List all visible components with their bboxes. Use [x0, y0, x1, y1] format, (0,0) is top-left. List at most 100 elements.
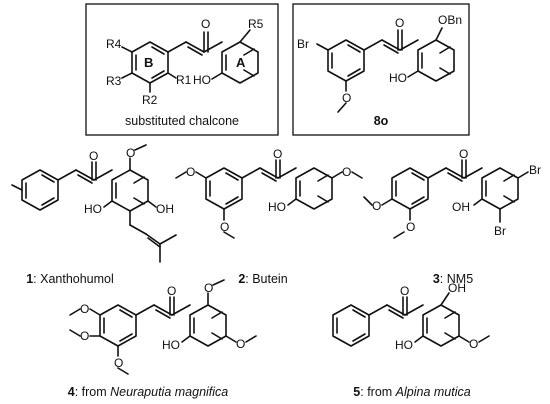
- linker-double: [187, 46, 203, 56]
- 8o-oh: HO: [389, 71, 407, 85]
- c5-linker-3: [404, 304, 424, 316]
- c5-oh-bottom: HO: [395, 338, 413, 352]
- c2-right-ring: [295, 167, 333, 210]
- 8o-methyl-bond: [337, 102, 347, 113]
- substituted-chalcone-panel: O R5 R4 R3 R2 R1 B A HO substituted chal…: [85, 3, 279, 136]
- c2-left-double-1: [225, 172, 239, 181]
- c5-oh-bottom-bond: [414, 335, 424, 343]
- 8o-br: Br: [297, 37, 309, 51]
- 8o-right-ring: [417, 39, 455, 82]
- c1-right-double-1: [133, 176, 145, 184]
- c2-carbonyl-o: O: [273, 147, 282, 161]
- c5-methoxy-methyl: [478, 335, 490, 343]
- c3-methoxy-2-o: O: [406, 220, 415, 234]
- compound-4-structure: O O O O O O HO: [69, 279, 257, 375]
- 8o-right-ring-double-2: [439, 67, 451, 75]
- c2-linker-double: [261, 172, 277, 182]
- c5-linker-2: [386, 304, 406, 316]
- 8o-obn-bond: [435, 27, 443, 41]
- label-r1: R1: [176, 73, 192, 87]
- c3-methoxy-1-o: O: [372, 199, 381, 213]
- ring-b-double-1: [151, 46, 165, 55]
- 8o-left-ring-double-1: [347, 44, 361, 53]
- substituted-chalcone-caption: substituted chalcone: [125, 114, 239, 128]
- label-ring-a: A: [236, 55, 246, 70]
- linker-2: [185, 41, 205, 53]
- c3-oh-bond: [473, 198, 483, 206]
- c1-oh-right-bond: [147, 200, 157, 208]
- 8o-br-bond: [316, 43, 329, 51]
- c2-right-double-2: [317, 195, 329, 203]
- ring-a-double-2: [243, 69, 255, 77]
- compound-4-caption: 4: from Neuraputia magnifica: [68, 385, 229, 399]
- 8o-linker-double: [383, 44, 399, 54]
- c1-prenyl-2: [129, 224, 147, 235]
- c5-left-ring: [332, 304, 370, 347]
- c3-br-top-bond: [517, 171, 529, 179]
- compound-5-structure: O OH HO O: [332, 281, 490, 352]
- c2-methoxy-2-o: O: [220, 220, 229, 234]
- c5-oh-top: OH: [448, 281, 466, 295]
- c3-right-double-2: [503, 195, 515, 203]
- c2-methoxy-3-methyl: [351, 171, 363, 179]
- compound-1-caption: 1: Xanthohumol: [26, 272, 114, 286]
- r3-bond: [121, 72, 133, 79]
- c1-oh-left: HO: [84, 202, 102, 216]
- ring-a: [221, 41, 259, 84]
- c2-methoxy-1-o: O: [186, 165, 195, 179]
- c3-oh: OH: [452, 200, 470, 214]
- compound-2-caption: 2: Butein: [238, 272, 287, 286]
- c4-methoxy-3-methyl: [117, 367, 129, 375]
- c4-methoxy-3-o: O: [114, 356, 123, 370]
- compound-8o-panel: O Br OBn HO O 8o: [292, 3, 470, 136]
- c4-methoxy-2-methyl: [69, 329, 81, 337]
- c4-methoxy-5-o: O: [236, 337, 245, 351]
- c4-methoxy-4-methyl: [212, 279, 225, 286]
- c3-linker-double: [447, 172, 463, 182]
- c4-linker-1: [135, 304, 155, 316]
- 8o-linker-1: [363, 39, 383, 51]
- c1-left-ring: [21, 169, 59, 211]
- c5-methoxy-bond: [458, 335, 470, 343]
- c2-left-double-3: [225, 196, 239, 205]
- chalcone-oh: HO: [193, 73, 211, 87]
- compound-3-caption: 3: NM5: [433, 272, 473, 286]
- c5-linker-1: [368, 304, 388, 316]
- c3-right-double-1: [503, 174, 515, 182]
- c1-oh-right: OH: [156, 202, 174, 216]
- r5-bond: [239, 29, 251, 43]
- c1-oh-left-bond: [103, 200, 113, 208]
- 8o-linker-3: [399, 39, 419, 51]
- 8o-linker-2: [381, 39, 401, 51]
- compound-2-structure: O O O O HO: [175, 147, 363, 239]
- label-r5: R5: [248, 17, 264, 31]
- c1-methoxy-methyl: [134, 144, 147, 151]
- c1-carbonyl-o: O: [89, 149, 98, 163]
- 8o-right-ring-double-1: [439, 46, 451, 54]
- c5-oh-top-bond: [440, 292, 450, 306]
- c5-right-ring: [422, 304, 460, 347]
- c5-left-double-1: [352, 309, 366, 318]
- 8o-obn: OBn: [438, 13, 462, 27]
- c1-prenyl-methyl-1: [159, 234, 177, 245]
- ring-a-double-1: [243, 48, 255, 56]
- c4-methoxy-5-methyl: [245, 335, 257, 343]
- r1-bond: [167, 72, 177, 79]
- ring-b-double-3: [151, 70, 165, 79]
- c3-left-double-3: [411, 196, 425, 205]
- c3-right-ring: [481, 167, 519, 210]
- c4-linker-2: [153, 304, 173, 316]
- 8o-caption: 8o: [374, 114, 389, 128]
- c5-left-double-3: [352, 333, 366, 342]
- c1-methoxy-o: O: [126, 146, 135, 160]
- c4-linker-3: [171, 304, 191, 316]
- linker-3: [203, 41, 223, 53]
- compound-1-structure: O O HO OH: [11, 144, 177, 263]
- c1-right-double-2: [133, 197, 145, 205]
- c2-oh-bond: [287, 198, 297, 206]
- c3-methoxy-1-methyl: [363, 196, 373, 206]
- compound-5-caption: 5: from Alpina mutica: [353, 385, 470, 399]
- 8o-left-ring: [327, 39, 365, 82]
- c4-oh-bond: [181, 335, 191, 343]
